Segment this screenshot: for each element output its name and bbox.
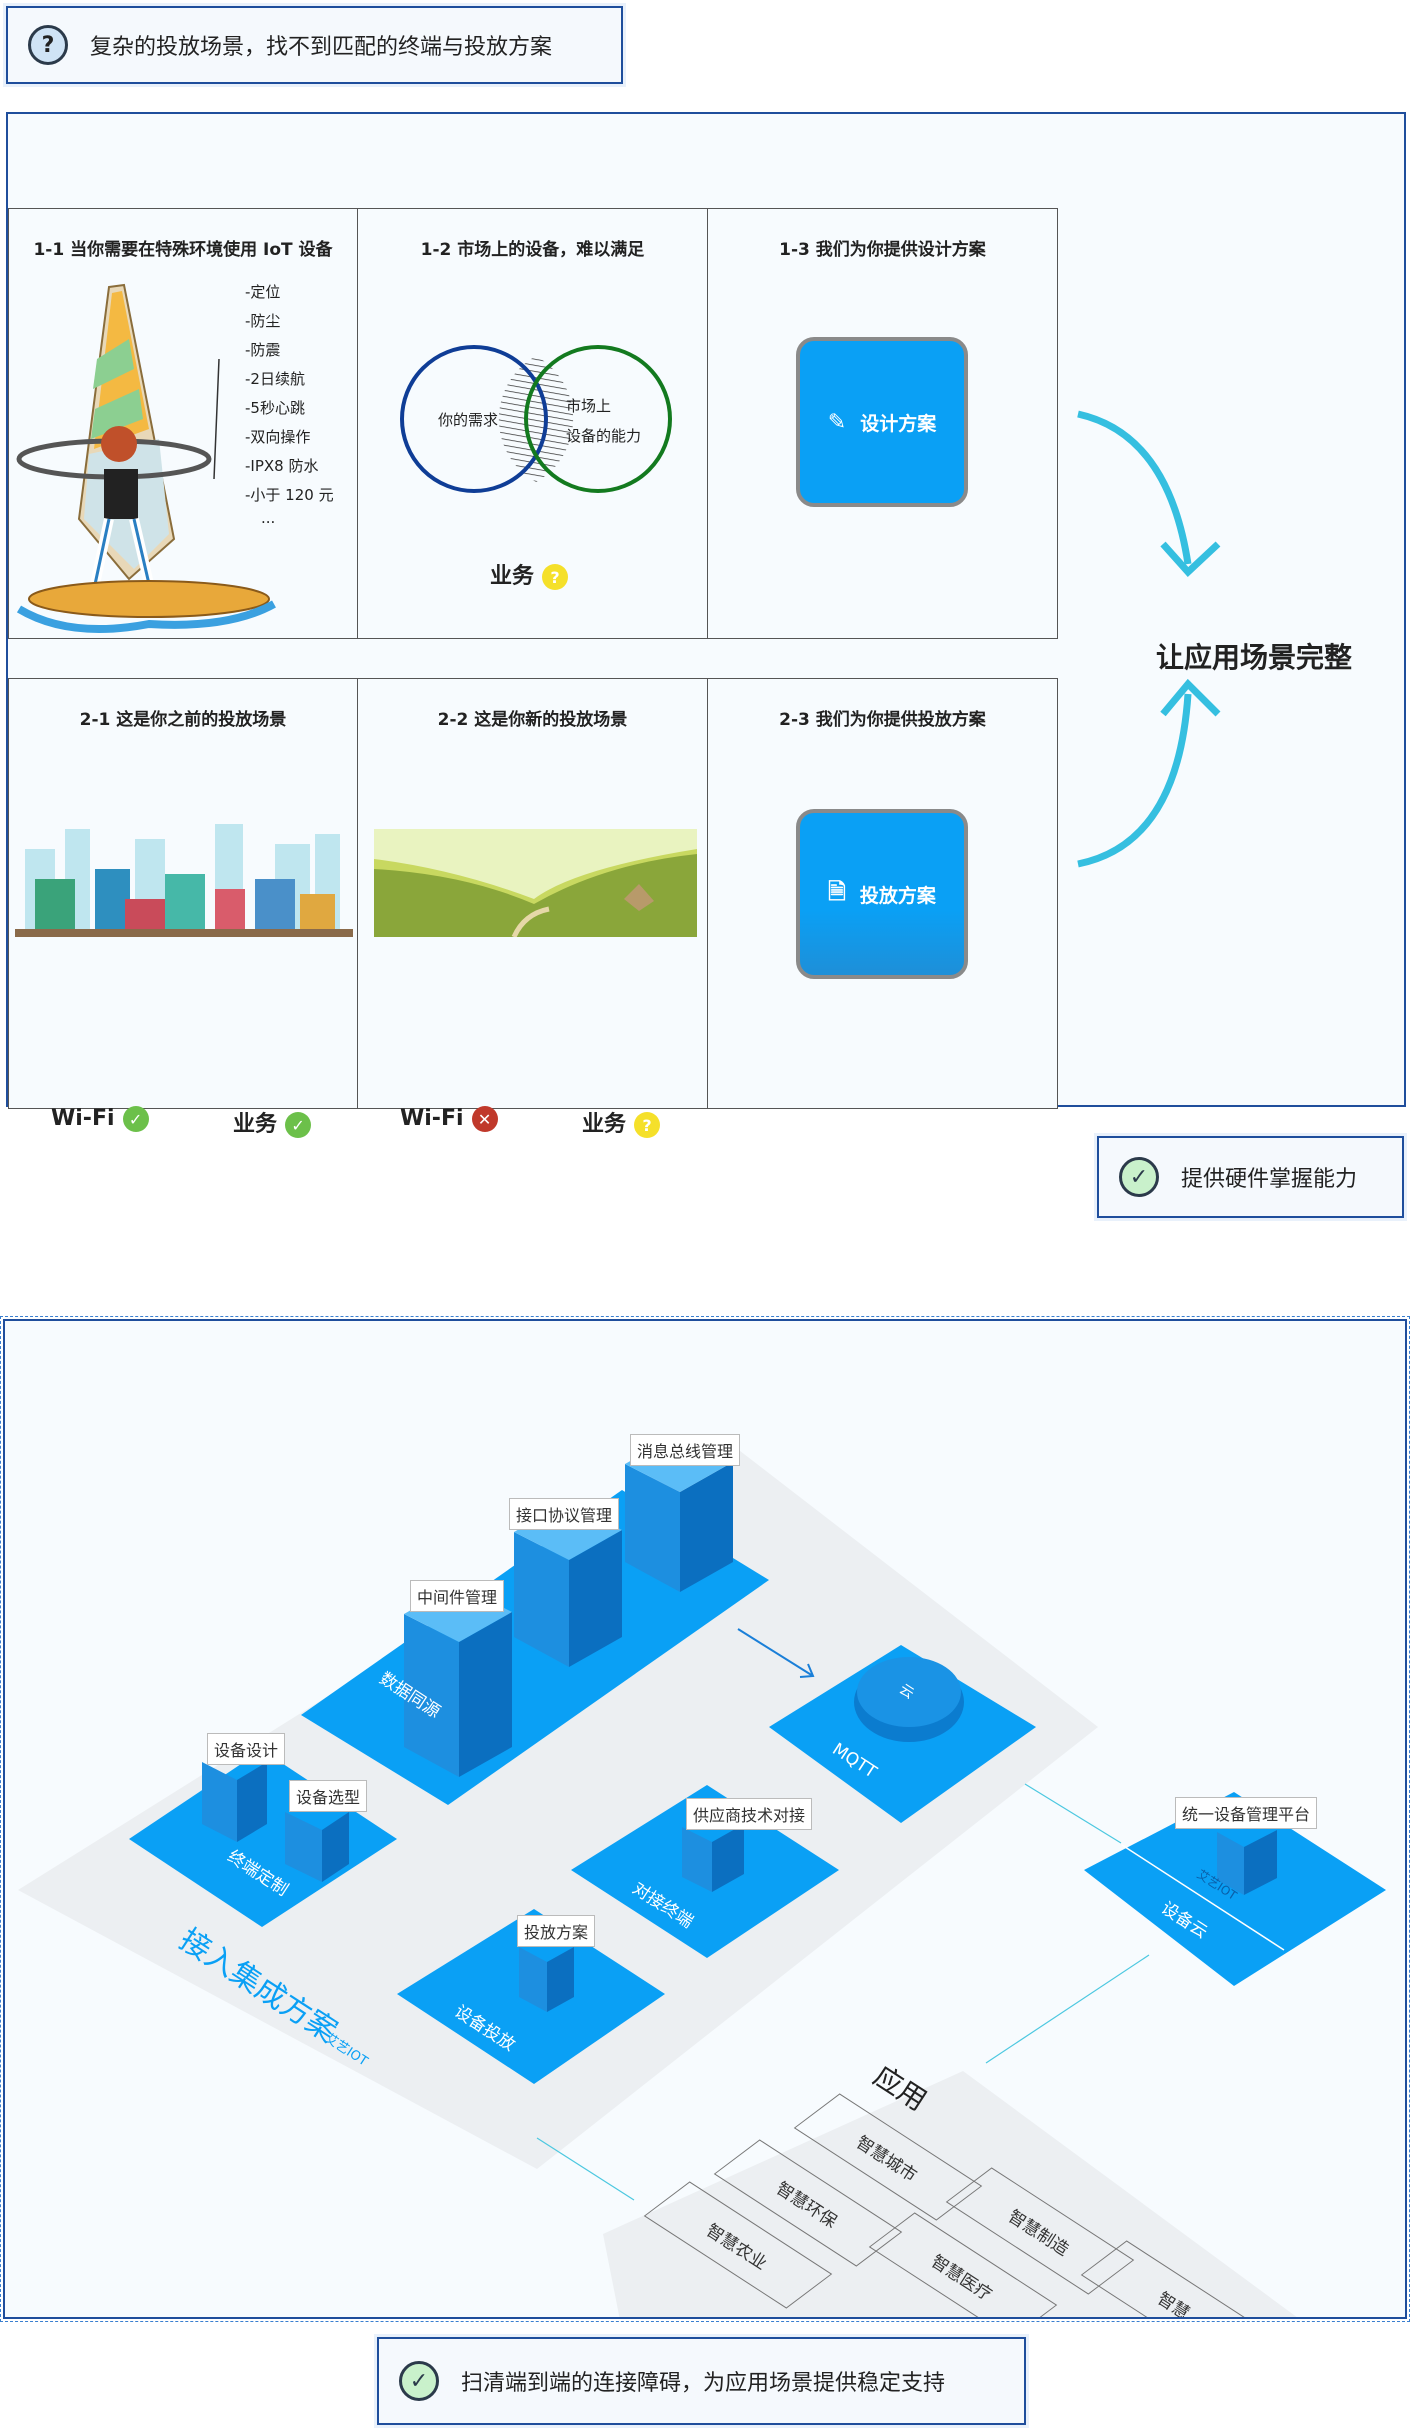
tag-device-design[interactable]: 设备设计	[207, 1733, 286, 1765]
business-status-unknown: 业务?	[582, 1106, 661, 1138]
cell-2-2: 2-2 这是你新的投放场景 Wi-Fi ✕ 业务?	[357, 678, 708, 1138]
question-icon: ?	[28, 25, 68, 65]
building-deploy-plan	[519, 1947, 574, 2012]
check-icon: ✓	[285, 1112, 312, 1138]
tag-device-select[interactable]: 设备选型	[289, 1780, 368, 1812]
cell-title: 1-3 我们为你提供设计方案	[779, 240, 986, 260]
city-illustration	[15, 819, 353, 941]
business-label: 业务	[233, 1112, 278, 1137]
deploy-plan-card[interactable]: 🗎 投放方案	[796, 809, 968, 979]
top-callout: ? 复杂的投放场景，找不到匹配的终端与投放方案	[6, 6, 623, 84]
cell-1-2: 1-2 市场上的设备，难以满足 你的需求 市场上 设备的能力 业务?	[357, 208, 708, 639]
business-status: 业务?	[490, 558, 569, 590]
tag-platform[interactable]: 统一设备管理平台	[1175, 1797, 1318, 1829]
feature-item: ...	[261, 509, 276, 527]
callout-text: 扫清端到端的连接障碍，为应用场景提供稳定支持	[461, 2371, 946, 2396]
feature-item: -5秒心跳	[245, 399, 305, 417]
wifi-status-ok: Wi-Fi ✓	[51, 1106, 149, 1132]
building-select	[285, 1812, 349, 1882]
tag-middleware[interactable]: 中间件管理	[410, 1580, 505, 1612]
mid-callout: ✓ 提供硬件掌握能力	[1097, 1136, 1404, 1218]
business-label: 业务	[490, 564, 535, 589]
feature-item: -双向操作	[245, 428, 311, 446]
complete-scenario-text: 让应用场景完整	[1156, 641, 1353, 674]
feature-item: -防尘	[245, 312, 281, 330]
scenario-panel: 1-1 当你需要在特殊环境使用 IoT 设备 -定位 -防尘 -防震 -2日续航…	[6, 112, 1406, 1138]
document-icon: 🗎	[828, 880, 846, 905]
integration-diagram: 设备设计 设备选型 中间件管理 接口协议管理 消息总线管理 供应商技术对接 投放…	[0, 1316, 1410, 2322]
venn-right-label: 设备的能力	[566, 427, 642, 445]
question-mark-icon: ?	[634, 1112, 661, 1138]
venn-right-label: 市场上	[566, 397, 612, 415]
venn-diagram	[400, 345, 672, 493]
cell-2-3: 2-3 我们为你提供投放方案 🗎 投放方案	[707, 678, 1058, 1109]
tag-protocol[interactable]: 接口协议管理	[509, 1498, 620, 1530]
cell-2-1: 2-1 这是你之前的投放场景 Wi-Fi ✓ 业务 ✓	[8, 678, 358, 1138]
building-middleware	[404, 1584, 512, 1777]
cell-title: 1-2 市场上的设备，难以满足	[420, 240, 645, 260]
question-mark-icon: ?	[542, 564, 569, 590]
callout-text: 复杂的投放场景，找不到匹配的终端与投放方案	[90, 35, 553, 60]
building-design	[202, 1762, 267, 1842]
check-icon: ✓	[1119, 1157, 1159, 1197]
farmland-illustration	[374, 829, 697, 937]
cell-title: 1-1 当你需要在特殊环境使用 IoT 设备	[33, 240, 333, 260]
bottom-callout: ✓ 扫清端到端的连接障碍，为应用场景提供稳定支持	[377, 2337, 1026, 2425]
feature-item: -防震	[245, 341, 281, 359]
check-icon: ✓	[399, 2361, 439, 2401]
venn-left-label: 你的需求	[438, 411, 499, 429]
building-vendor	[682, 1824, 744, 1892]
building-cloud	[1217, 1830, 1277, 1895]
wifi-label: Wi-Fi	[400, 1106, 464, 1131]
merge-arrows	[1077, 410, 1221, 868]
app-label: 智慧	[1153, 2288, 1194, 2319]
business-status-ok: 业务 ✓	[233, 1106, 312, 1138]
feature-item: -IPX8 防水	[245, 457, 319, 475]
wifi-status-bad: Wi-Fi ✕	[400, 1106, 498, 1132]
feature-item: -2日续航	[245, 370, 305, 388]
tile-terminal	[129, 1750, 397, 1927]
x-icon: ✕	[471, 1106, 498, 1132]
diagram-shapes	[18, 1434, 1386, 2317]
plan-label: 设计方案	[860, 412, 937, 435]
pencil-icon: ✎	[827, 409, 847, 435]
cell-1-1: 1-1 当你需要在特殊环境使用 IoT 设备 -定位 -防尘 -防震 -2日续航…	[8, 208, 358, 639]
plan-label: 投放方案	[859, 884, 936, 907]
check-icon: ✓	[122, 1106, 149, 1132]
cell-title: 2-2 这是你新的投放场景	[437, 710, 628, 730]
tag-message-bus[interactable]: 消息总线管理	[630, 1434, 741, 1466]
design-plan-card[interactable]: ✎ 设计方案	[796, 337, 968, 507]
tag-deploy-plan[interactable]: 投放方案	[517, 1915, 596, 1947]
feature-item: -定位	[245, 283, 281, 301]
tag-vendor[interactable]: 供应商技术对接	[686, 1798, 813, 1830]
cell-title: 2-3 我们为你提供投放方案	[779, 710, 986, 730]
windsurfer-illustration	[16, 283, 276, 633]
business-label: 业务	[582, 1112, 627, 1137]
cell-title: 2-1 这是你之前的投放场景	[79, 710, 287, 730]
wifi-label: Wi-Fi	[51, 1106, 115, 1131]
cell-1-3: 1-3 我们为你提供设计方案 ✎ 设计方案	[707, 208, 1058, 639]
feature-item: -小于 120 元	[245, 486, 334, 504]
callout-text: 提供硬件掌握能力	[1181, 1167, 1358, 1192]
